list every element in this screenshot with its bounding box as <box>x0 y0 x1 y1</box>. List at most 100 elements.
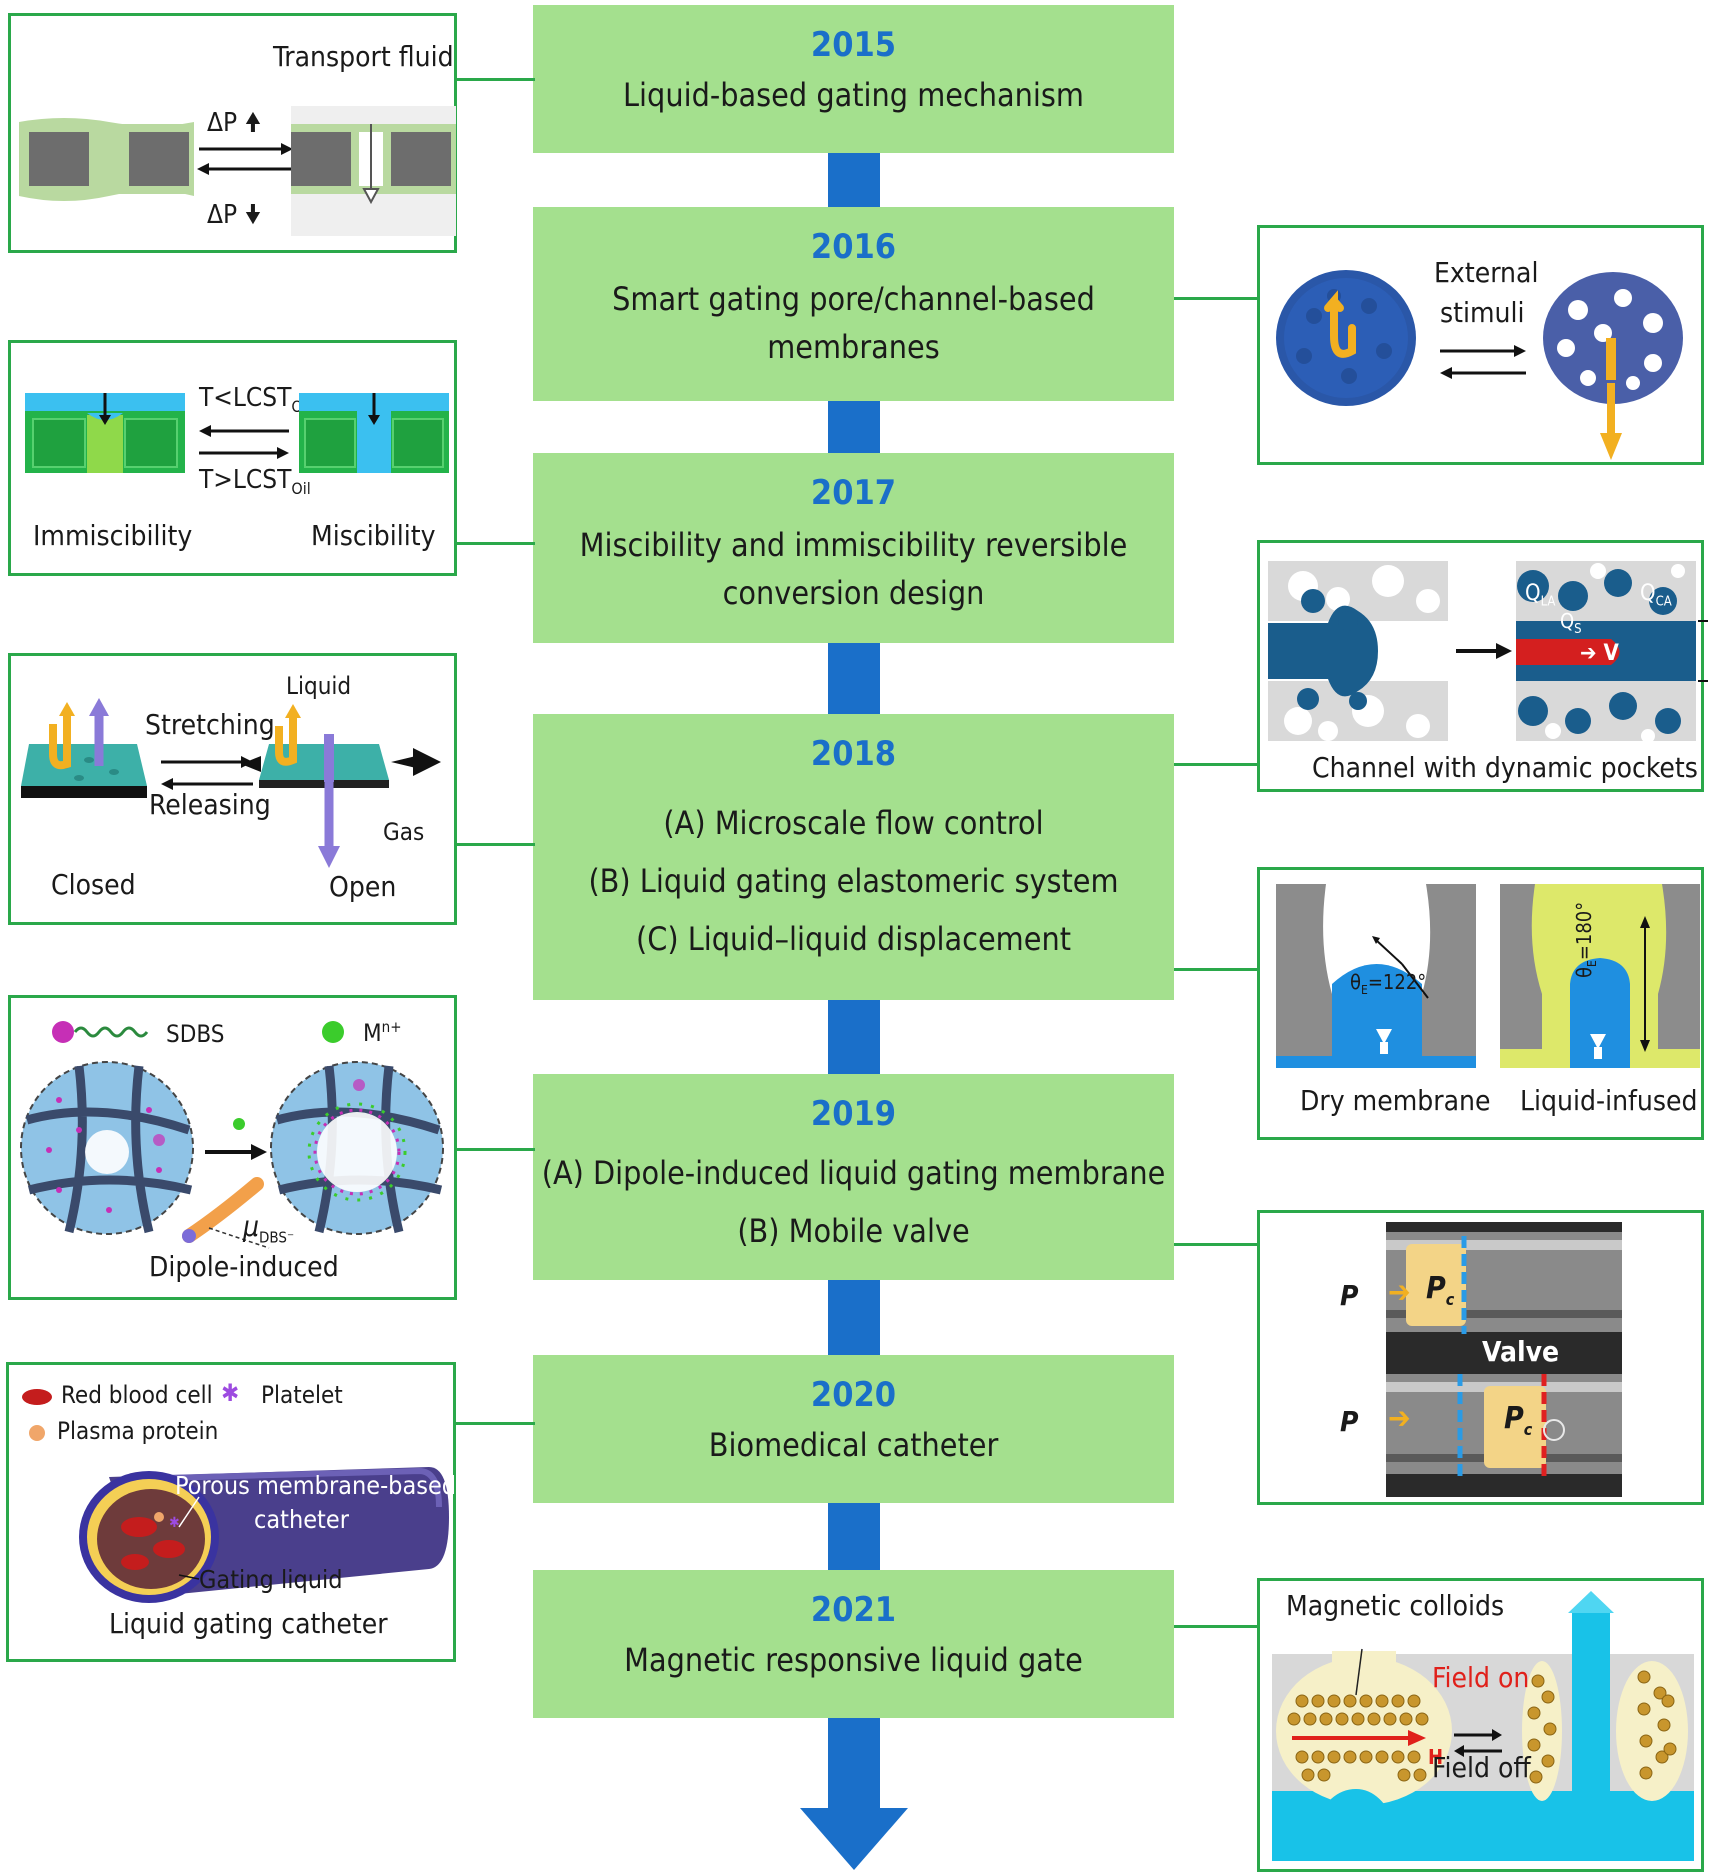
open-elastomer-schematic <box>241 704 441 868</box>
critical-pressure-label-2: Pc <box>1504 1401 1533 1439</box>
porous-label-2: catheter <box>254 1505 349 1534</box>
connector-2016 <box>1174 297 1259 300</box>
milestone-text: (A) Dipole-induced liquid gating membran… <box>541 1154 1166 1192</box>
reversible-arrows <box>199 425 289 459</box>
arrow-right-icon: ➔ <box>1388 1401 1411 1436</box>
connector-2019-valve <box>1174 1243 1259 1246</box>
year-label: 2021 <box>810 1590 897 1630</box>
dipole-caption: Dipole-induced <box>149 1250 339 1283</box>
milestone-text: Liquid-based gating mechanism <box>623 76 1084 114</box>
panel-title: Transport fluid <box>273 40 454 73</box>
t-high-label: T>LCSTOil <box>199 465 311 499</box>
timeline-shaft-2 <box>828 398 880 453</box>
timeline-box-2019: 2019 (A) Dipole-induced liquid gating me… <box>533 1074 1174 1280</box>
down-arrow-icon: 🠟 <box>244 200 262 230</box>
closed-label: Closed <box>51 868 136 901</box>
releasing-label: Releasing <box>149 788 271 821</box>
pore-before-icon <box>20 1061 194 1235</box>
velocity-label: ➔ V <box>1580 641 1619 666</box>
panel-2015-transport-fluid: Transport fluid ΔP 🠝 ΔP 🠟 <box>8 13 457 253</box>
plasma-label: Plasma protein <box>57 1417 219 1445</box>
metal-ion-icon <box>322 1021 344 1043</box>
immiscible-schematic <box>25 393 185 473</box>
metal-ion-label: Mn+ <box>363 1018 402 1047</box>
timeline-box-2017: 2017 Miscibility and immiscibility rever… <box>533 453 1174 643</box>
channel-caption: Channel with dynamic pockets <box>1312 751 1698 784</box>
liquid-infused-label: Liquid-infused <box>1520 1084 1698 1117</box>
pressure-label-1: P <box>1340 1279 1359 1312</box>
catheter-illustration: ✱ <box>79 1467 449 1603</box>
pressure-label-2: P <box>1340 1405 1359 1438</box>
channel-schematic <box>1268 561 1708 743</box>
milestone-text: Smart gating pore/channel-based <box>612 280 1095 318</box>
panel-2019-valve: P ➔ Pc Valve P ➔ Pc <box>1257 1210 1704 1505</box>
dp-up-label: ΔP 🠝 <box>207 108 262 138</box>
platelet-label: Platelet <box>261 1381 343 1409</box>
year-label: 2015 <box>810 25 897 65</box>
timeline-shaft-3 <box>828 640 880 715</box>
liquid-label: Liquid <box>286 672 352 700</box>
stimuli-line2: stimuli <box>1440 296 1525 329</box>
milestone-text: (B) Mobile valve <box>737 1212 970 1250</box>
year-label: 2018 <box>810 734 897 774</box>
connector-2015 <box>455 78 535 81</box>
valve-label: Valve <box>1482 1335 1560 1368</box>
milestone-text: Biomedical catheter <box>708 1426 999 1464</box>
sdbs-molecule-icon <box>52 1021 149 1043</box>
field-strength-label: H <box>1428 1745 1444 1769</box>
magnetic-gate-schematic <box>1272 1591 1694 1861</box>
connector-2020 <box>455 1422 535 1425</box>
closed-elastomer-schematic <box>21 698 147 798</box>
milestone-text: membranes <box>767 328 940 366</box>
year-label: 2020 <box>810 1375 897 1415</box>
open-pore-disc <box>1543 272 1683 460</box>
critical-pressure-label-1: Pc <box>1426 1271 1455 1309</box>
connector-2021 <box>1174 1625 1259 1628</box>
panel-2017-miscibility: T<LCSTOil T>LCSTOil Immiscibility Miscib… <box>8 340 457 576</box>
transform-arrow <box>205 1118 267 1160</box>
membrane-schematic <box>19 106 456 236</box>
connector-2018-displacement <box>1174 968 1259 971</box>
panel-2021-magnetic: Magnetic colloids H Field on Field off <box>1257 1578 1704 1872</box>
timeline-shaft-1 <box>828 150 880 210</box>
t-low-label: T<LCSTOil <box>199 383 311 416</box>
miscibility-label: Miscibility <box>311 519 436 552</box>
porous-label-1: Porous membrane-based <box>175 1471 457 1500</box>
mu-label: μDBS⁻ <box>243 1210 295 1247</box>
year-label: 2016 <box>810 227 897 267</box>
liquid-infused-schematic <box>1500 884 1700 1068</box>
timeline-box-2020: 2020 Biomedical catheter <box>533 1355 1174 1503</box>
milestone-text: Miscibility and immiscibility reversible <box>579 526 1128 564</box>
year-label: 2019 <box>810 1094 897 1134</box>
milestone-text: (A) Microscale flow control <box>663 804 1044 842</box>
stimuli-line1: External <box>1434 256 1539 289</box>
rbc-label: Red blood cell <box>61 1381 213 1409</box>
stretching-label: Stretching <box>145 708 275 741</box>
closed-pore-disc <box>1276 270 1416 406</box>
panel-2020-catheter: Red blood cell ✱ Platelet Plasma protein… <box>6 1362 456 1662</box>
timeline-shaft-6 <box>828 1500 880 1572</box>
timeline-arrowhead <box>800 1808 908 1870</box>
timeline-shaft-7 <box>828 1716 880 1811</box>
dry-membrane-schematic <box>1276 884 1476 1068</box>
catheter-caption: Liquid gating catheter <box>109 1607 388 1640</box>
timeline-box-2021: 2021 Magnetic responsive liquid gate <box>533 1570 1174 1718</box>
reversible-arrows <box>1440 345 1526 379</box>
q-ca-label: QCA <box>1640 581 1672 610</box>
miscible-schematic <box>299 393 449 473</box>
open-label: Open <box>329 870 397 903</box>
connector-2019-dipole <box>455 1148 535 1151</box>
milestone-text: (B) Liquid gating elastomeric system <box>588 862 1119 900</box>
field-on-label: Field on <box>1432 1661 1530 1694</box>
svg-text:✱: ✱ <box>169 1515 180 1531</box>
connector-2018-elastomer <box>455 843 535 846</box>
panel-2018-channel-pockets: QLA QS QCA ➔ V Channel with dynamic pock… <box>1257 540 1708 792</box>
dp-down-label: ΔP 🠟 <box>207 200 262 230</box>
panel-2018-displacement: θE=122° θE=180° Dry membrane Liquid-infu… <box>1257 867 1704 1140</box>
panel-2016-external-stimuli: External stimuli <box>1257 225 1704 465</box>
dry-membrane-label: Dry membrane <box>1300 1084 1491 1117</box>
connector-2018-channel <box>1174 763 1259 766</box>
field-off-label: Field off <box>1432 1751 1531 1784</box>
valve-photo <box>1386 1222 1622 1497</box>
year-label: 2017 <box>810 473 897 513</box>
